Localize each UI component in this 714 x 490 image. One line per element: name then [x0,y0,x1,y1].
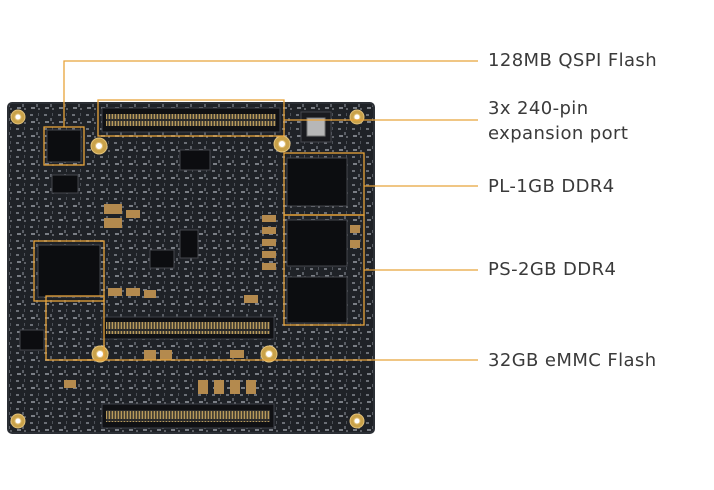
mounting-holes [10,109,365,429]
callout-qspi-line-1: 128MB QSPI Flash [488,50,658,71]
passives [64,204,360,394]
callout-emmc-flash: 32GB eMMC Flash [488,348,657,373]
callout-pl-ddr4: PL-1GB DDR4 [488,174,615,199]
callout-ps-ddr-line-1: PS-2GB DDR4 [488,259,617,280]
callout-expansion-line-2: expansion port [488,123,629,144]
callout-qspi-flash: 128MB QSPI Flash [488,48,657,73]
callout-emmc-line-1: 32GB eMMC Flash [488,350,657,371]
callout-ps-ddr4: PS-2GB DDR4 [488,257,616,282]
expansion-connectors [101,107,281,429]
callout-pl-ddr-line-1: PL-1GB DDR4 [488,176,615,197]
callout-lines [63,60,478,361]
leader-qspi [63,60,478,127]
callout-expansion-line-1: 3x 240-pin [488,98,589,119]
callout-expansion-port: 3x 240-pin expansion port [488,96,628,146]
chips [19,111,348,351]
